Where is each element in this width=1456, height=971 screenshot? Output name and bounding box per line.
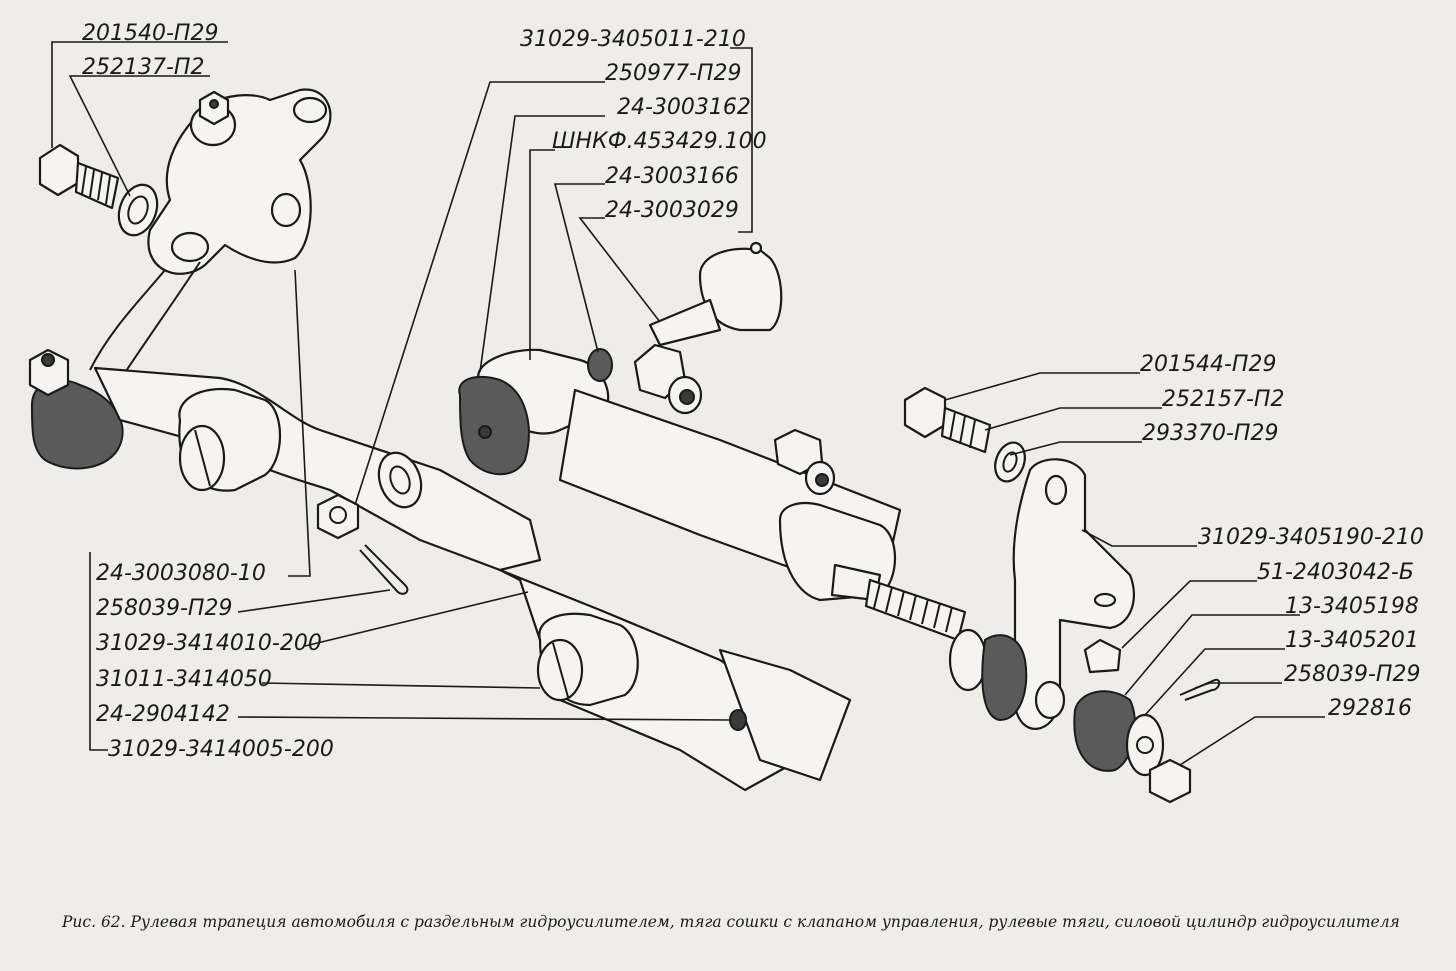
label-250977-p29: 250977-П29 bbox=[605, 61, 741, 86]
arm-link bbox=[89, 261, 201, 381]
label-31029-3414010-200: 31029-3414010-200 bbox=[96, 631, 322, 656]
label-258039-p29-right: 258039-П29 bbox=[1284, 662, 1420, 687]
label-13-3405201: 13-3405201 bbox=[1285, 628, 1419, 653]
cotter-pin bbox=[359, 544, 409, 595]
label-201544-p29: 201544-П29 bbox=[1140, 352, 1276, 377]
part-labels: 201540-П29 252137-П2 31029-3405011-210 2… bbox=[82, 21, 1424, 762]
label-shnkf-453429-100: ШНКФ.453429.100 bbox=[552, 129, 767, 154]
label-201540-p29: 201540-П29 bbox=[82, 21, 218, 46]
label-31011-3414050: 31011-3414050 bbox=[96, 667, 272, 692]
left-ball-joint bbox=[28, 348, 124, 470]
label-292816: 292816 bbox=[1328, 696, 1412, 721]
left-washer bbox=[117, 183, 159, 237]
right-bushings bbox=[948, 628, 1221, 804]
parts-drawing bbox=[28, 88, 1221, 804]
pitman-arm bbox=[147, 88, 332, 275]
power-cylinder bbox=[458, 241, 967, 642]
label-31029-3405011-210: 31029-3405011-210 bbox=[520, 27, 746, 52]
right-bolt bbox=[903, 386, 1026, 483]
cylinder-bracket bbox=[1012, 458, 1135, 730]
label-51-2403042-b: 51-2403042-Б bbox=[1257, 560, 1414, 585]
label-24-3003162: 24-3003162 bbox=[617, 95, 751, 120]
leader-lines bbox=[51, 41, 1325, 766]
figure-caption: Рис. 62. Рулевая трапеция автомобиля с р… bbox=[61, 913, 1400, 931]
left-bolt bbox=[38, 143, 120, 210]
label-24-2904142: 24-2904142 bbox=[96, 702, 230, 727]
label-24-3003080-10: 24-3003080-10 bbox=[96, 561, 266, 586]
label-24-3003166: 24-3003166 bbox=[605, 164, 739, 189]
castle-nut bbox=[316, 493, 360, 540]
label-24-3003029: 24-3003029 bbox=[605, 198, 739, 223]
label-252157-p2: 252157-П2 bbox=[1162, 387, 1284, 412]
left-tie-rod bbox=[93, 366, 542, 572]
right-tie-rod bbox=[498, 568, 852, 792]
label-13-3405198: 13-3405198 bbox=[1285, 594, 1419, 619]
label-252137-p2: 252137-П2 bbox=[82, 55, 204, 80]
label-258039-p29-left: 258039-П29 bbox=[96, 596, 232, 621]
label-31029-3414005-200: 31029-3414005-200 bbox=[108, 737, 334, 762]
label-293370-p29: 293370-П29 bbox=[1142, 421, 1278, 446]
label-31029-3405190-210: 31029-3405190-210 bbox=[1198, 525, 1424, 550]
